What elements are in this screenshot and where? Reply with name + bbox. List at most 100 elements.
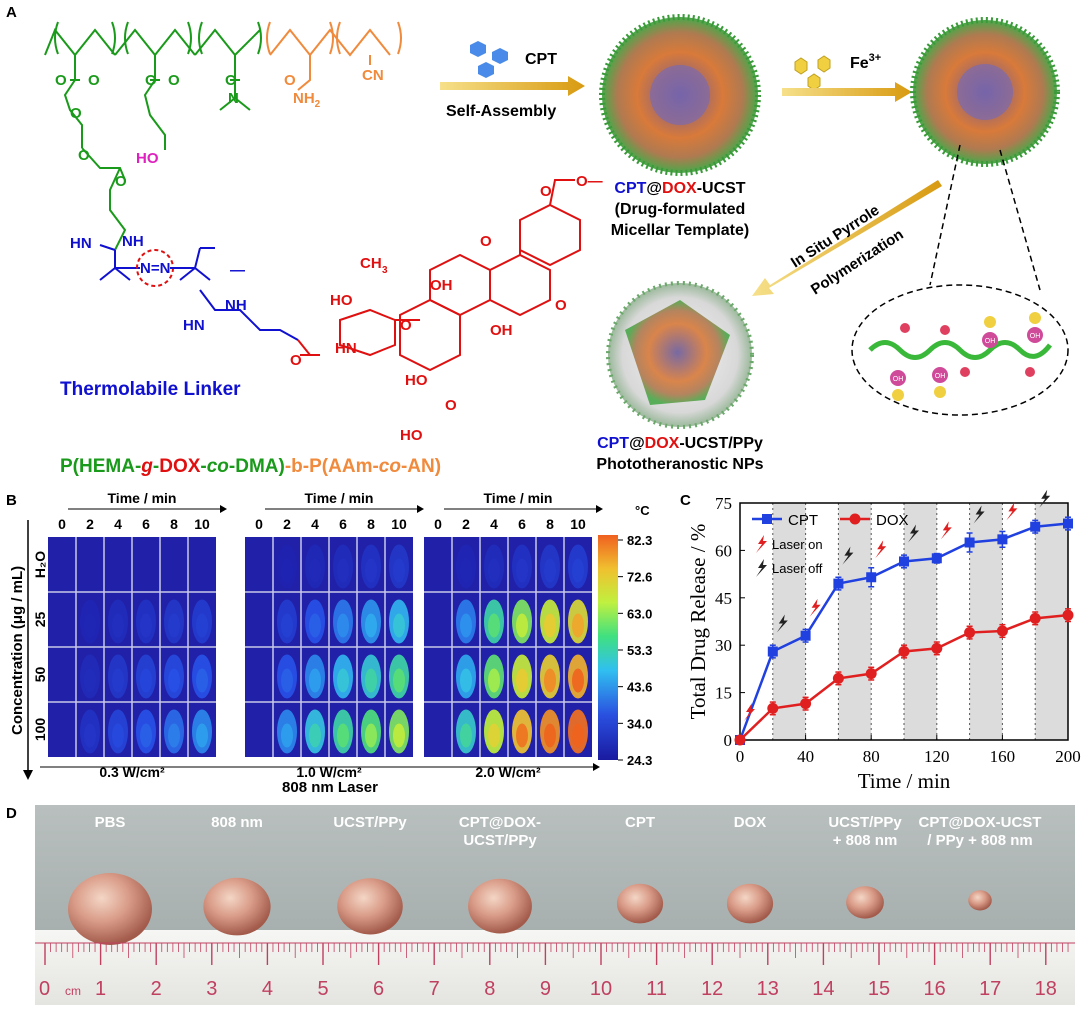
svg-text:CPT@DOX-UCST: CPT@DOX-UCST (614, 180, 745, 197)
y-tick-label: 0 (724, 731, 733, 750)
data-point-CPT (1030, 521, 1041, 532)
ruler-number: 4 (262, 978, 273, 1000)
time-tick: 10 (391, 516, 407, 532)
tumor (203, 877, 271, 936)
time-tick: 0 (58, 516, 66, 532)
time-tick: 4 (311, 516, 319, 532)
data-point-DOX (964, 627, 976, 639)
x-tick-label: 0 (736, 747, 745, 766)
power-label: 0.3 W/cm² (99, 764, 165, 780)
legend-label: CPT (788, 512, 818, 529)
time-tick: 10 (194, 516, 210, 532)
time-tick: 2 (283, 516, 291, 532)
data-point-CPT (931, 553, 942, 564)
treatment-label: / PPy + 808 nm (927, 832, 1032, 849)
y-tick-label: 75 (715, 494, 732, 513)
svg-text:O: O (88, 72, 100, 89)
laser-off-icon (908, 524, 919, 543)
data-point-CPT (964, 537, 975, 548)
time-tick: 0 (255, 516, 263, 532)
colorbar-tick: 53.3 (627, 643, 652, 658)
data-point-DOX (931, 642, 943, 654)
svg-text:OH: OH (935, 373, 946, 380)
laser-off-label: Laser off (772, 561, 823, 576)
concentration-axis-label: Concentration (μg / mL) (9, 566, 26, 735)
time-tick: 2 (86, 516, 94, 532)
laser-off-icon (842, 546, 854, 565)
treatment-label: 808 nm (211, 814, 263, 831)
ruler-number: 13 (757, 978, 779, 1000)
np-label: CPT@DOX-UCST/PPy Phototheranostic NPs (596, 435, 763, 473)
ruler-number: 1 (95, 978, 106, 1000)
panel-label-a: A (6, 4, 17, 21)
laser-on-shade (772, 503, 806, 740)
ruler-number: 14 (812, 978, 834, 1000)
laser-on-icon (756, 535, 767, 553)
panel-label-d: D (6, 805, 17, 822)
data-point-DOX (996, 625, 1008, 637)
colorbar-tick: 63.0 (627, 606, 652, 621)
laser-on-label: Laser on (772, 537, 823, 552)
data-point-DOX (865, 668, 877, 680)
tumor (846, 886, 884, 919)
treatment-label: CPT@DOX-UCST (919, 814, 1042, 831)
ruler-number: cm (65, 984, 81, 998)
self-assembly-arrow (440, 76, 585, 96)
svg-text:O: O (115, 173, 127, 190)
time-tick: 0 (434, 516, 442, 532)
x-tick-label: 40 (797, 747, 814, 766)
data-point-DOX (832, 672, 844, 684)
svg-text:CPT@DOX-UCST/PPy: CPT@DOX-UCST/PPy (597, 435, 763, 452)
data-point-CPT (1063, 518, 1073, 529)
time-tick: 4 (490, 516, 498, 532)
cpt-hexagons-icon (470, 41, 508, 78)
data-point-CPT (997, 534, 1008, 545)
svg-text:3: 3 (382, 265, 388, 276)
self-assembly-label: Self-Assembly (446, 103, 556, 120)
time-axis-label: Time / min (305, 490, 374, 506)
tumor (968, 890, 992, 911)
treatment-label: UCST/PPy (333, 814, 407, 831)
laser-on-shade (904, 503, 937, 740)
laser-off-icon (776, 614, 788, 633)
time-tick: 8 (170, 516, 178, 532)
svg-text:OH: OH (1030, 333, 1041, 340)
treatment-label: CPT@DOX- (459, 814, 541, 831)
ruler-number: 9 (540, 978, 551, 1000)
tumor (337, 878, 403, 935)
svg-text:HN: HN (70, 235, 92, 252)
concentration-row-label: 50 (32, 667, 48, 683)
svg-text:O: O (480, 233, 492, 250)
svg-text:OH: OH (430, 277, 453, 294)
svg-text:HO: HO (330, 292, 353, 309)
treatment-label: CPT (625, 814, 655, 831)
cn-label: CN (362, 67, 384, 84)
svg-text:O: O (70, 105, 82, 122)
laser-off-icon (973, 505, 985, 524)
ruler-number: 5 (317, 978, 328, 1000)
tumor (68, 873, 152, 945)
panel-label-b: B (6, 492, 17, 509)
tumor (616, 883, 664, 924)
data-point-CPT (767, 646, 778, 657)
laser-on-icon (744, 703, 755, 722)
concentration-row-label: H₂O (32, 551, 48, 578)
ruler-number: 3 (206, 978, 217, 1000)
laser-on-icon (940, 521, 952, 540)
svg-text:HO: HO (400, 427, 423, 444)
svg-text:HN: HN (335, 340, 357, 357)
ruler-number: 7 (429, 978, 440, 1000)
fe-ions-icon (794, 55, 831, 91)
y-tick-label: 45 (715, 589, 732, 608)
svg-text:Phototheranostic NPs: Phototheranostic NPs (596, 456, 763, 473)
time-tick: 8 (546, 516, 554, 532)
laser-off-icon (1039, 489, 1051, 508)
svg-text:N: N (228, 90, 239, 107)
colorbar-tick: 43.6 (627, 680, 652, 695)
x-tick-label: 80 (863, 747, 880, 766)
y-tick-label: 15 (715, 684, 732, 703)
laser-on-shade (1035, 503, 1068, 740)
